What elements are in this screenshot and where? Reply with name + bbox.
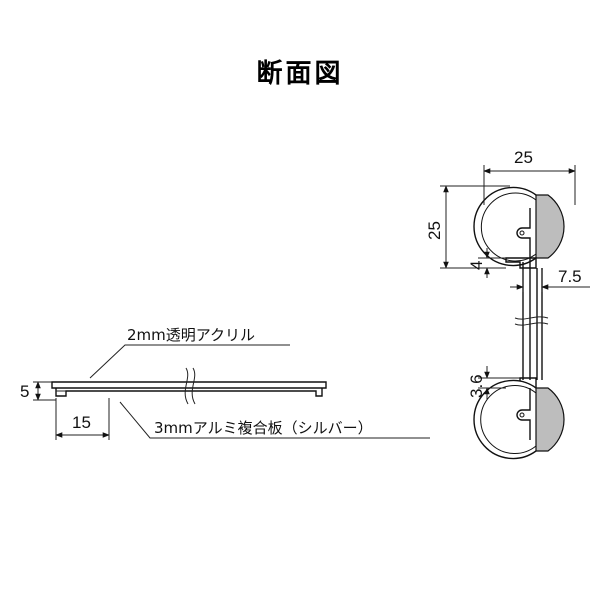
dim-15-label: 15 — [72, 413, 91, 432]
aluminum-plate — [55, 388, 323, 397]
bottom-clip — [516, 388, 531, 440]
side-view: 2mm透明アクリル 3mmアルミ複合板（シルバー） 5 15 — [20, 326, 430, 440]
frame-profile: 25 25 4 7.5 3.6 — [425, 148, 590, 460]
top-clip — [516, 208, 531, 258]
acrylic-note: 2mm透明アクリル — [127, 326, 255, 344]
top-base — [505, 257, 537, 269]
dim-5-label: 5 — [20, 382, 29, 401]
aluminum-note: 3mmアルミ複合板（シルバー） — [154, 419, 373, 437]
bottom-gray-segment — [535, 387, 565, 452]
dim-3-6-label: 3.6 — [467, 374, 486, 398]
dim-4-label: 4 — [467, 261, 486, 270]
top-gray-segment — [535, 194, 565, 259]
dim-height-label: 25 — [425, 221, 444, 240]
aluminum-leader — [119, 401, 430, 439]
dim-width-label: 25 — [514, 148, 533, 167]
profile-break — [514, 316, 549, 320]
page-title: 断面図 — [256, 58, 343, 89]
break-line — [184, 367, 189, 405]
acrylic-sheet — [51, 381, 327, 389]
acrylic-leader — [89, 344, 290, 379]
dim-7-5-label: 7.5 — [558, 267, 582, 286]
